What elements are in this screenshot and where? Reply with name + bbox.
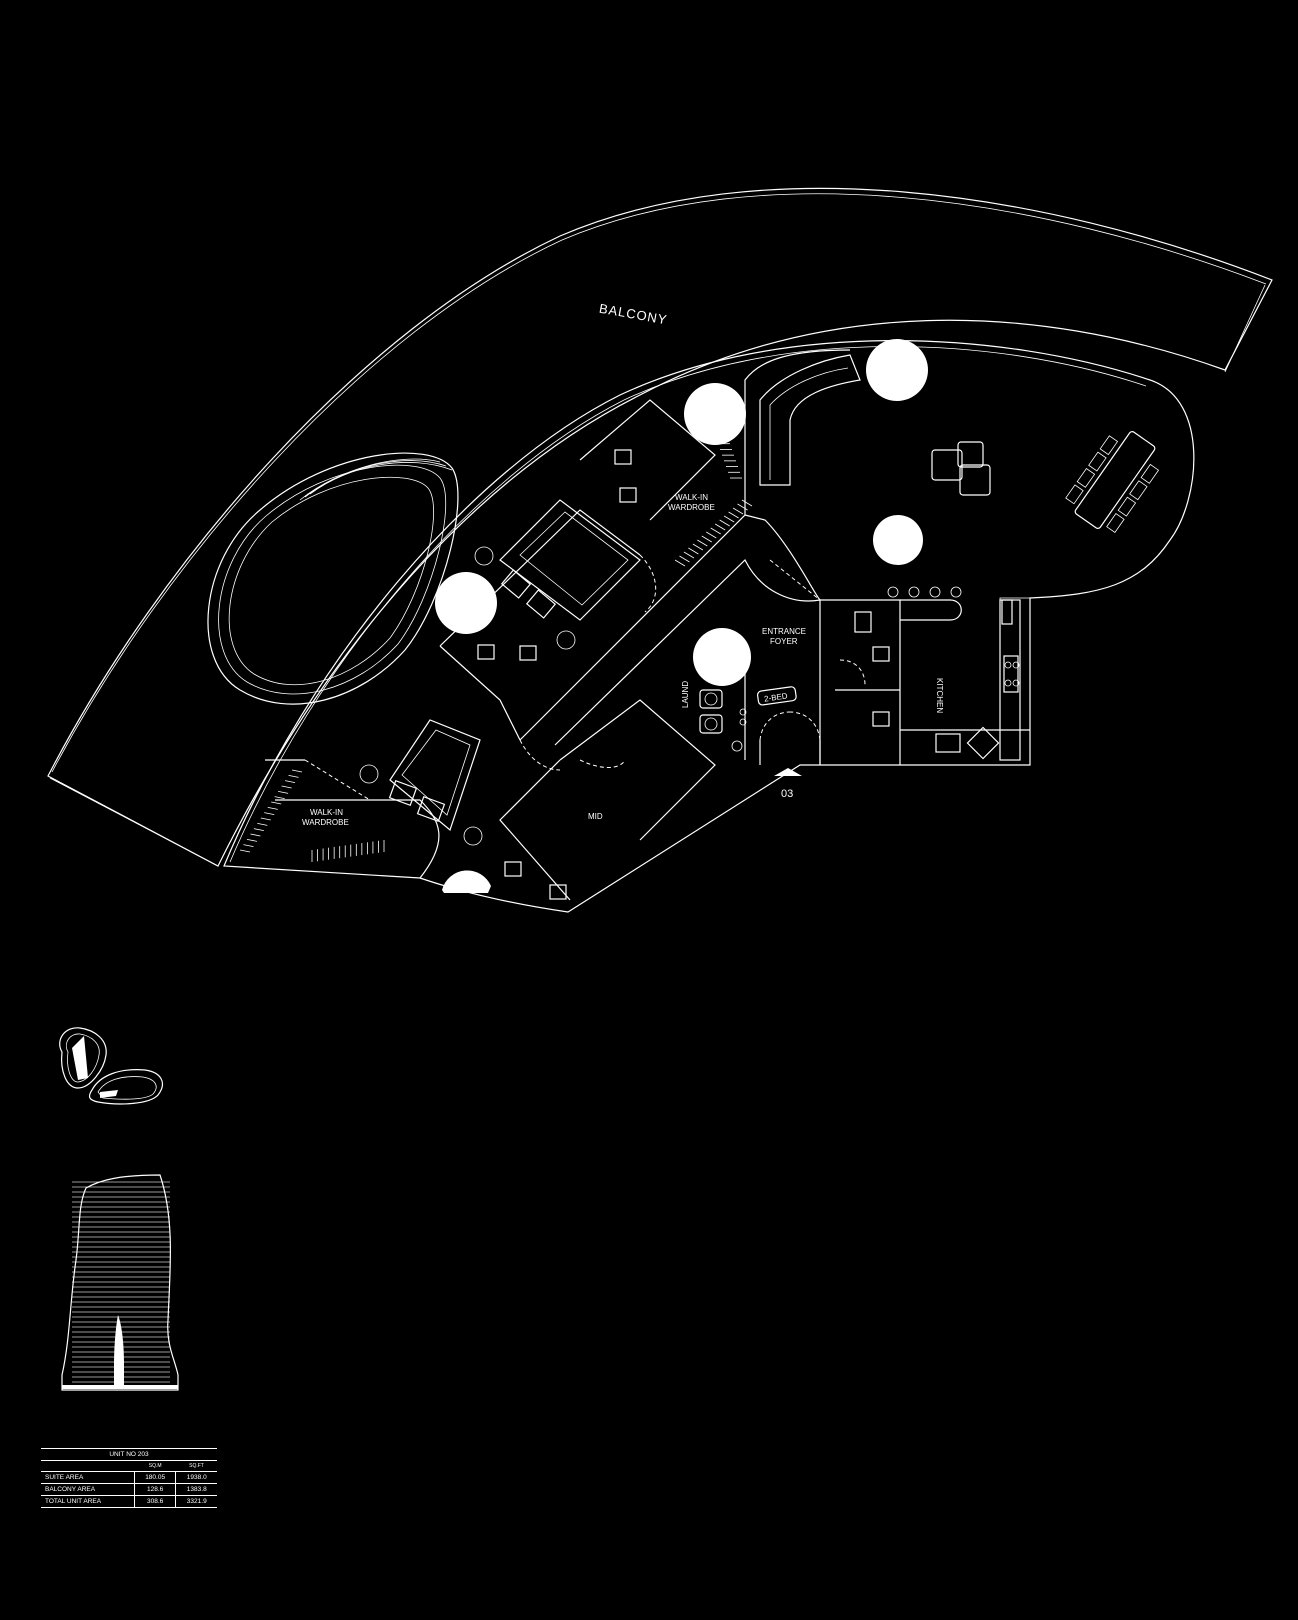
- row-sqm: 180.05: [133, 1471, 176, 1484]
- entrance-label-1: ENTRANCE: [762, 627, 806, 636]
- mid-label: MID: [588, 812, 603, 821]
- walkin-bottom-label-2: WARDROBE: [302, 818, 349, 827]
- wardrobe-hatching: [239, 437, 753, 862]
- table-header-sqm: SQ.M: [134, 1460, 176, 1472]
- row-sqm: 308.6: [133, 1495, 176, 1508]
- tower-elevation: [61, 1174, 179, 1391]
- entrance-marker: [774, 768, 802, 776]
- table-row: BALCONY AREA 128.6 1383.8: [41, 1483, 217, 1496]
- walkin-top-label-1: WALK-IN: [675, 493, 708, 502]
- doors: [304, 554, 866, 801]
- entrance-label-2: FOYER: [770, 637, 798, 646]
- key-plan: [59, 1027, 163, 1105]
- column: [866, 339, 928, 401]
- walkin-bottom-label-1: WALK-IN: [310, 808, 343, 817]
- row-sqft: 1938.0: [175, 1471, 217, 1484]
- table-header-blank: [41, 1460, 135, 1472]
- column: [684, 383, 746, 445]
- row-sqm: 128.6: [133, 1483, 176, 1496]
- row-label: TOTAL UNIT AREA: [41, 1495, 135, 1508]
- kitchen-label: KITCHEN: [935, 678, 944, 713]
- pool: [207, 452, 459, 705]
- bed-top: [474, 499, 641, 650]
- column: [435, 572, 497, 634]
- walls: [265, 349, 1030, 901]
- area-schedule-table: UNIT NO 203 SQ.M SQ.FT SUITE AREA 180.05…: [41, 1448, 217, 1508]
- row-sqft: 3321.9: [175, 1495, 217, 1508]
- balcony-label: BALCONY: [598, 301, 669, 328]
- structural-columns: [435, 339, 928, 893]
- row-sqft: 1383.8: [175, 1483, 217, 1496]
- table-row: TOTAL UNIT AREA 308.6 3321.9: [41, 1495, 217, 1508]
- balcony-outline: [47, 187, 1273, 867]
- bathroom-fixtures: [477, 449, 890, 900]
- table-row: SUITE AREA 180.05 1938.0: [41, 1471, 217, 1484]
- bed-bottom: [359, 719, 483, 846]
- row-label: BALCONY AREA: [41, 1483, 135, 1496]
- svg-text:2-BED: 2-BED: [764, 691, 789, 703]
- column: [873, 515, 923, 565]
- laundry-label: LAUND: [681, 681, 690, 708]
- living-furniture: [759, 354, 991, 496]
- kitchen-fixtures: [887, 586, 1021, 761]
- column: [442, 870, 491, 893]
- row-label: SUITE AREA: [41, 1471, 135, 1484]
- unit-type-tag: 2-BED: [756, 686, 797, 706]
- table-title: UNIT NO 203: [41, 1448, 217, 1461]
- table-header-sqft: SQ.FT: [175, 1460, 217, 1472]
- entrance-number: 03: [781, 788, 793, 800]
- dining-table: [1065, 431, 1160, 533]
- column: [693, 628, 751, 686]
- walkin-top-label-2: WARDROBE: [668, 503, 715, 512]
